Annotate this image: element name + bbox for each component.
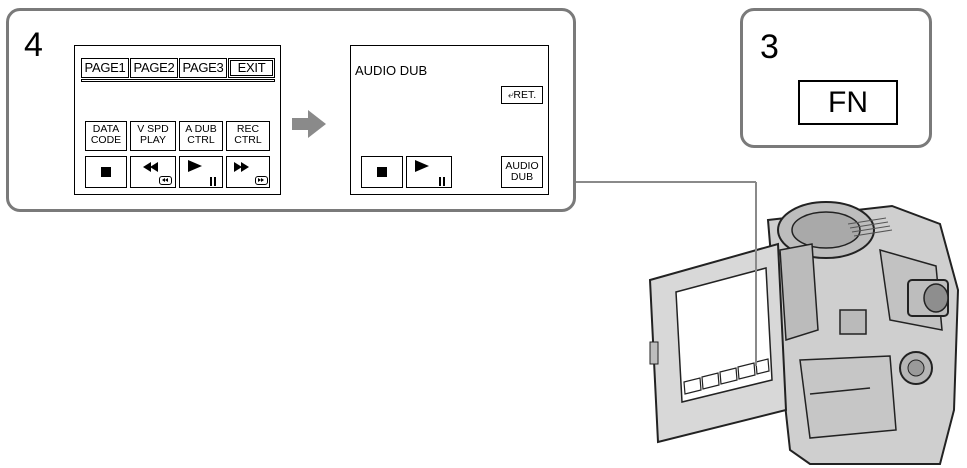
fast-forward-button[interactable] xyxy=(226,156,270,188)
tab-exit[interactable]: EXIT xyxy=(228,58,275,78)
audio-dub-title: AUDIO DUB xyxy=(355,63,428,78)
return-icon: ⤶ xyxy=(507,90,514,101)
pause-icon xyxy=(439,177,446,186)
step-3-number: 3 xyxy=(760,28,779,66)
connector-line-horizontal xyxy=(576,181,756,183)
a-dub-ctrl-button[interactable]: A DUB CTRL xyxy=(179,121,223,151)
data-code-button[interactable]: DATA CODE xyxy=(85,121,127,151)
tab-page1[interactable]: PAGE1 xyxy=(81,58,129,78)
return-button[interactable]: ⤶RET. xyxy=(501,86,543,104)
step-4-number: 4 xyxy=(24,26,43,64)
stop-icon xyxy=(101,167,111,177)
audio-dub-screen: AUDIO DUB ⤶RET. AUDIO DUB xyxy=(350,45,549,195)
tab-bar: PAGE1 PAGE2 PAGE3 EXIT xyxy=(81,58,276,82)
play-icon xyxy=(415,160,429,172)
audio-dub-button[interactable]: AUDIO DUB xyxy=(501,156,543,188)
menu-screen-page1: PAGE1 PAGE2 PAGE3 EXIT DATA CODE V SPD P… xyxy=(74,45,281,195)
rewind-small-icon xyxy=(159,176,172,185)
camcorder-illustration xyxy=(648,182,960,465)
stop-button[interactable] xyxy=(85,156,127,188)
fast-forward-small-icon xyxy=(255,176,268,185)
stop-button-2[interactable] xyxy=(361,156,403,188)
tab-underline xyxy=(81,79,275,82)
rewind-button[interactable] xyxy=(130,156,176,188)
right-arrow-icon xyxy=(292,110,326,138)
fn-button[interactable]: FN xyxy=(798,80,898,125)
play-pause-button-2[interactable] xyxy=(406,156,452,188)
stop-icon xyxy=(377,167,387,177)
pause-icon xyxy=(210,177,217,186)
v-spd-play-button[interactable]: V SPD PLAY xyxy=(130,121,176,151)
rec-ctrl-button[interactable]: REC CTRL xyxy=(226,121,270,151)
tab-page2[interactable]: PAGE2 xyxy=(130,58,178,78)
tab-page3[interactable]: PAGE3 xyxy=(179,58,227,78)
play-icon xyxy=(188,160,202,172)
play-pause-button[interactable] xyxy=(179,156,223,188)
